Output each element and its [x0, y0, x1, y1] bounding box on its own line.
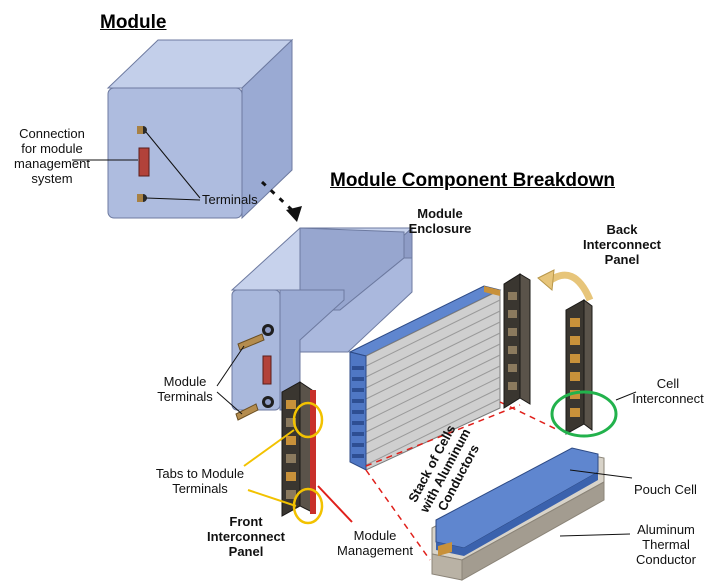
dashed-arrow	[260, 180, 302, 222]
cell-interconnect-highlight	[550, 390, 618, 438]
pouch-cell-leader	[569, 469, 633, 479]
pouch-cell-label: Pouch Cell	[634, 482, 697, 497]
terminals-leader-top	[145, 131, 201, 199]
front-interconnect-panel-label: Front Interconnect Panel	[206, 514, 285, 559]
module-terminal-rods	[235, 333, 265, 421]
pouch-cell-detail	[431, 447, 605, 581]
back-interconnect-panel-b	[565, 299, 593, 435]
terminals-leader-bottom	[145, 197, 201, 201]
flip-arrow-head	[537, 269, 555, 292]
cell-interconnect-leader	[615, 391, 637, 401]
tabs-leader-bottom	[247, 489, 297, 507]
terminals-label: Terminals	[202, 192, 258, 207]
cell-stack	[348, 285, 502, 471]
module-title: Module	[100, 12, 167, 33]
tabs-to-module-terminals-label: Tabs to Module Terminals	[155, 466, 245, 496]
terminal-post-bottom	[137, 194, 143, 202]
thermal-conductor-leader	[559, 533, 631, 537]
terminal-post-top	[137, 126, 143, 134]
connection-label: Connection for module management system	[14, 126, 90, 186]
module-terminals-leader-top	[216, 345, 245, 387]
front-interconnect-panel	[281, 381, 316, 517]
tabs-leader-top	[243, 429, 295, 467]
breakdown-title: Module Component Breakdown	[330, 170, 615, 191]
tab-highlight-top	[292, 401, 324, 439]
module-enclosure-label: Module Enclosure	[408, 206, 472, 236]
module-management-leader	[317, 485, 353, 523]
flip-arrow	[545, 271, 594, 302]
module-management-label: Module Management	[337, 528, 413, 558]
module-terminals-label: Module Terminals	[157, 374, 213, 404]
cell-callout-lines	[365, 401, 559, 561]
aluminum-thermal-conductor-label: Aluminum Thermal Conductor	[636, 522, 696, 567]
back-interconnect-panel-label: Back Interconnect Panel	[582, 222, 661, 267]
mms-connector	[138, 147, 150, 177]
cell-interconnect-label: Cell Interconnect	[632, 376, 704, 406]
back-interconnect-panel-a	[503, 273, 531, 409]
open-enclosure	[230, 226, 414, 411]
module-terminals-leader-bottom	[216, 391, 243, 415]
module-box	[106, 38, 294, 220]
